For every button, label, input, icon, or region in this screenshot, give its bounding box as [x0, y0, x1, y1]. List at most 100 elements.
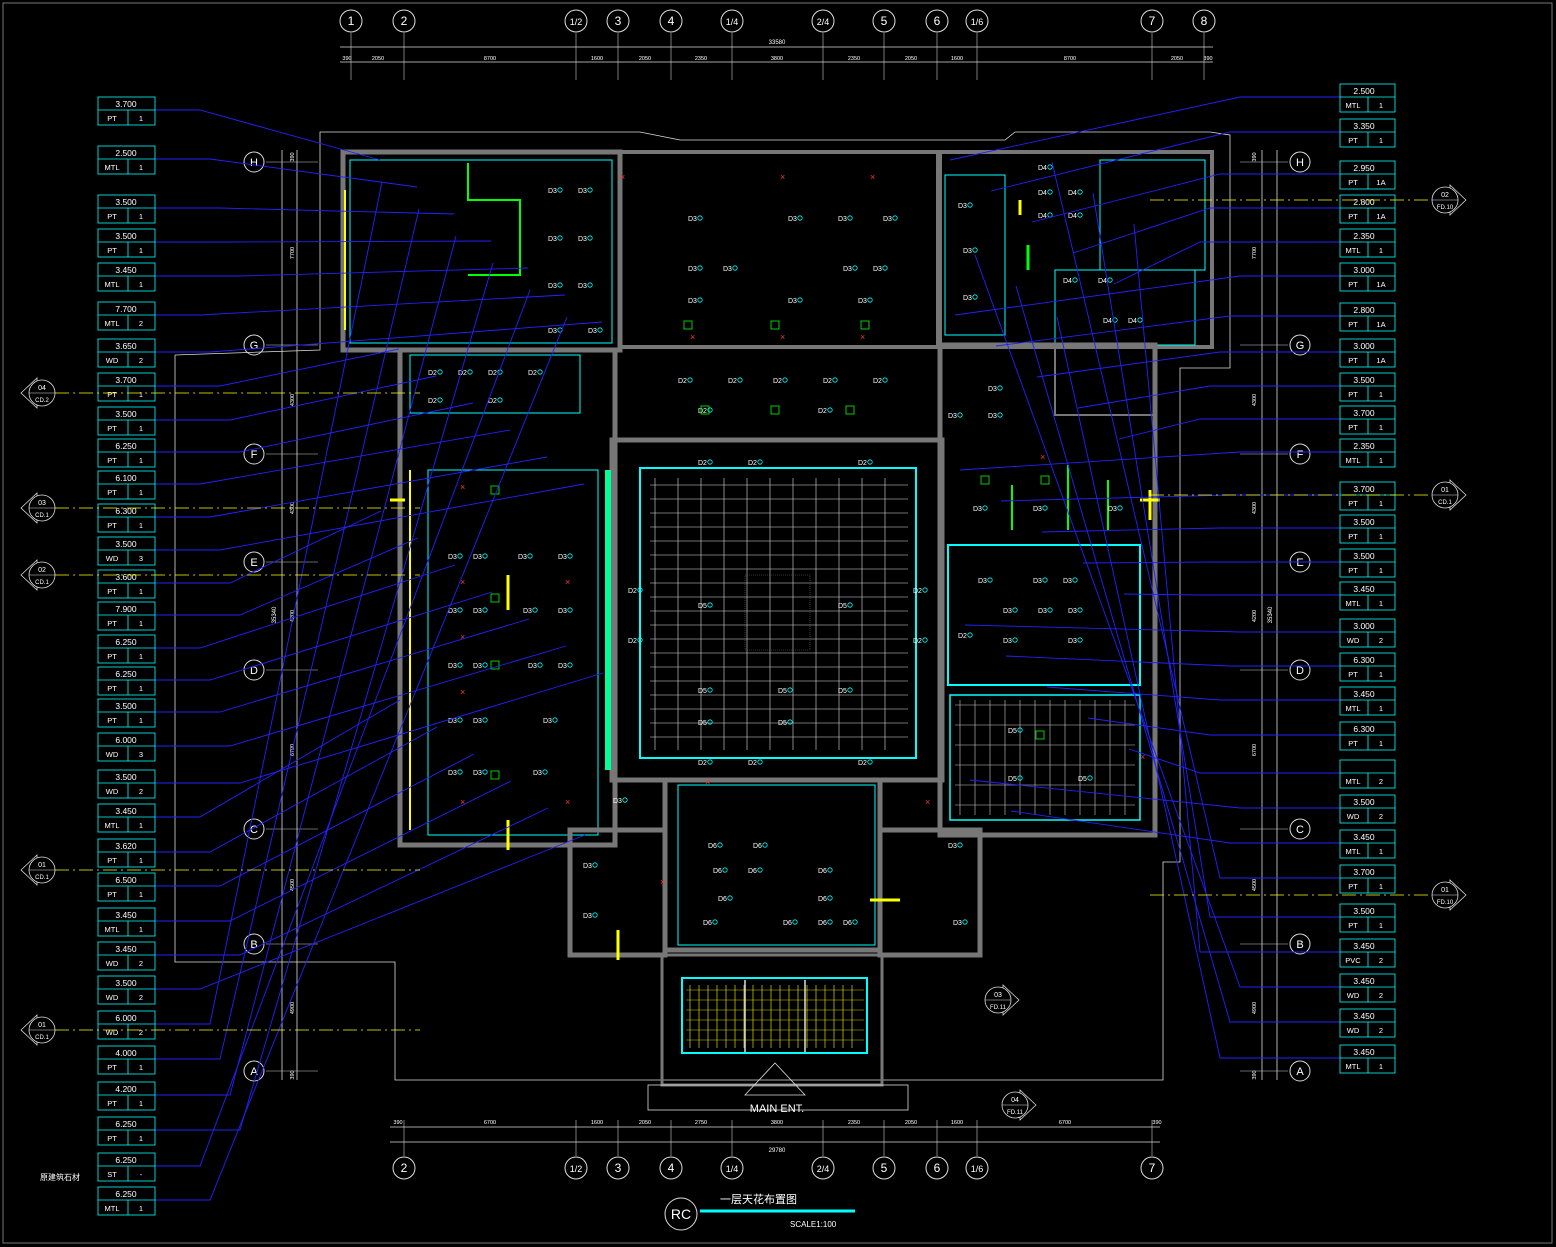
- svg-text:2.800: 2.800: [1353, 197, 1375, 207]
- axis-bubble-right: [1289, 151, 1311, 173]
- svg-text:3.500: 3.500: [1353, 375, 1375, 385]
- light-fixture: D5: [838, 602, 853, 610]
- light-fixture: D4: [1103, 317, 1118, 325]
- leader-line: [969, 779, 1340, 809]
- svg-text:3.000: 3.000: [1353, 621, 1375, 631]
- axis-bubble-bottom: [811, 1156, 835, 1180]
- svg-text:PT: PT: [107, 114, 117, 123]
- light-fixture: D4: [1128, 317, 1143, 325]
- light-fixture: D3: [973, 505, 988, 513]
- svg-text:D3: D3: [1063, 578, 1072, 585]
- light-fixture: D3: [988, 412, 1003, 420]
- svg-text:2: 2: [139, 787, 143, 796]
- leader-line: [1056, 316, 1340, 1059]
- dim-segment-right: 4300: [1252, 394, 1258, 406]
- svg-text:WD: WD: [106, 356, 119, 365]
- svg-text:1: 1: [139, 390, 143, 399]
- light-fixture: D3: [858, 297, 873, 305]
- svg-text:PT: PT: [1348, 882, 1358, 891]
- dim-segment-top: 2050: [639, 56, 651, 62]
- light-fixture: D3: [448, 769, 463, 777]
- leader-line: [155, 208, 420, 1060]
- svg-text:D4: D4: [1103, 318, 1112, 325]
- svg-text:MTL: MTL: [1346, 1062, 1361, 1071]
- svg-text:D2: D2: [823, 378, 832, 385]
- svg-text:D3: D3: [548, 188, 557, 195]
- leader-line: [155, 645, 567, 747]
- svg-text:2: 2: [1379, 812, 1383, 821]
- svg-text:1: 1: [1379, 670, 1383, 679]
- green-fixture: [490, 770, 500, 780]
- svg-text:6.300: 6.300: [1353, 724, 1375, 734]
- svg-text:D2: D2: [628, 638, 637, 645]
- svg-text:D3: D3: [523, 608, 532, 615]
- dim-segment-right: 6700: [1252, 744, 1258, 756]
- leader-line: [1072, 207, 1340, 254]
- svg-text:1: 1: [139, 587, 143, 596]
- axis-label-top: 8: [1201, 14, 1208, 28]
- green-fixture: [490, 660, 500, 670]
- light-fixture: D3: [548, 187, 563, 195]
- svg-text:4.200: 4.200: [115, 1084, 137, 1094]
- light-fixture: D3: [518, 553, 533, 561]
- leader-line: [949, 96, 1340, 161]
- axis-bubble-top: [564, 9, 588, 33]
- leader-line: [155, 429, 511, 485]
- svg-text:D3: D3: [788, 216, 797, 223]
- svg-text:PT: PT: [1348, 280, 1358, 289]
- svg-text:3.000: 3.000: [1353, 265, 1375, 275]
- red-marker: ×: [460, 577, 465, 587]
- svg-text:D3: D3: [688, 298, 697, 305]
- light-fixture: D3: [1033, 577, 1048, 585]
- light-fixture: D3: [688, 215, 703, 223]
- light-fixture: D3: [473, 553, 488, 561]
- svg-text:D3: D3: [978, 578, 987, 585]
- svg-text:MTL: MTL: [1346, 777, 1361, 786]
- axis-bubble-bottom: [392, 1156, 416, 1180]
- canopy-ceiling-grid: [686, 980, 864, 1052]
- light-fixture: D3: [578, 187, 593, 195]
- svg-text:D3: D3: [1033, 578, 1042, 585]
- svg-text:2: 2: [1379, 636, 1383, 645]
- svg-text:6.250: 6.250: [115, 1189, 137, 1199]
- red-marker: ×: [460, 482, 465, 492]
- leader-line: [1077, 385, 1340, 409]
- svg-text:PT: PT: [107, 890, 117, 899]
- red-marker: ×: [870, 172, 875, 182]
- axis-bubble-top: [1140, 9, 1164, 33]
- green-fixture: [860, 320, 870, 330]
- svg-text:D6: D6: [713, 868, 722, 875]
- svg-text:6.250: 6.250: [115, 669, 137, 679]
- svg-text:1: 1: [139, 521, 143, 530]
- light-fixture: D4: [1038, 189, 1053, 197]
- axis-label-top: 1/6: [971, 17, 984, 27]
- light-fixture: D5: [1008, 727, 1023, 735]
- light-fixture: D2: [488, 397, 503, 405]
- title-block: RC 一层天花布置图 SCALE1:100: [664, 1193, 855, 1231]
- svg-text:D3: D3: [988, 413, 997, 420]
- leader-line: [1036, 351, 1340, 378]
- svg-text:D3: D3: [548, 236, 557, 243]
- leader-line: [990, 131, 1340, 192]
- svg-text:1: 1: [1379, 101, 1383, 110]
- axis-label-top: 2: [401, 14, 408, 28]
- title-symbol: RC: [671, 1206, 691, 1222]
- light-fixture: D5: [698, 719, 713, 727]
- leader-line: [1128, 748, 1340, 774]
- light-fixture: D3: [1068, 607, 1083, 615]
- svg-text:3: 3: [139, 554, 143, 563]
- light-fixture: D5: [838, 687, 853, 695]
- hall-ceiling-grid: [650, 478, 908, 750]
- svg-text:CD.1: CD.1: [35, 513, 49, 519]
